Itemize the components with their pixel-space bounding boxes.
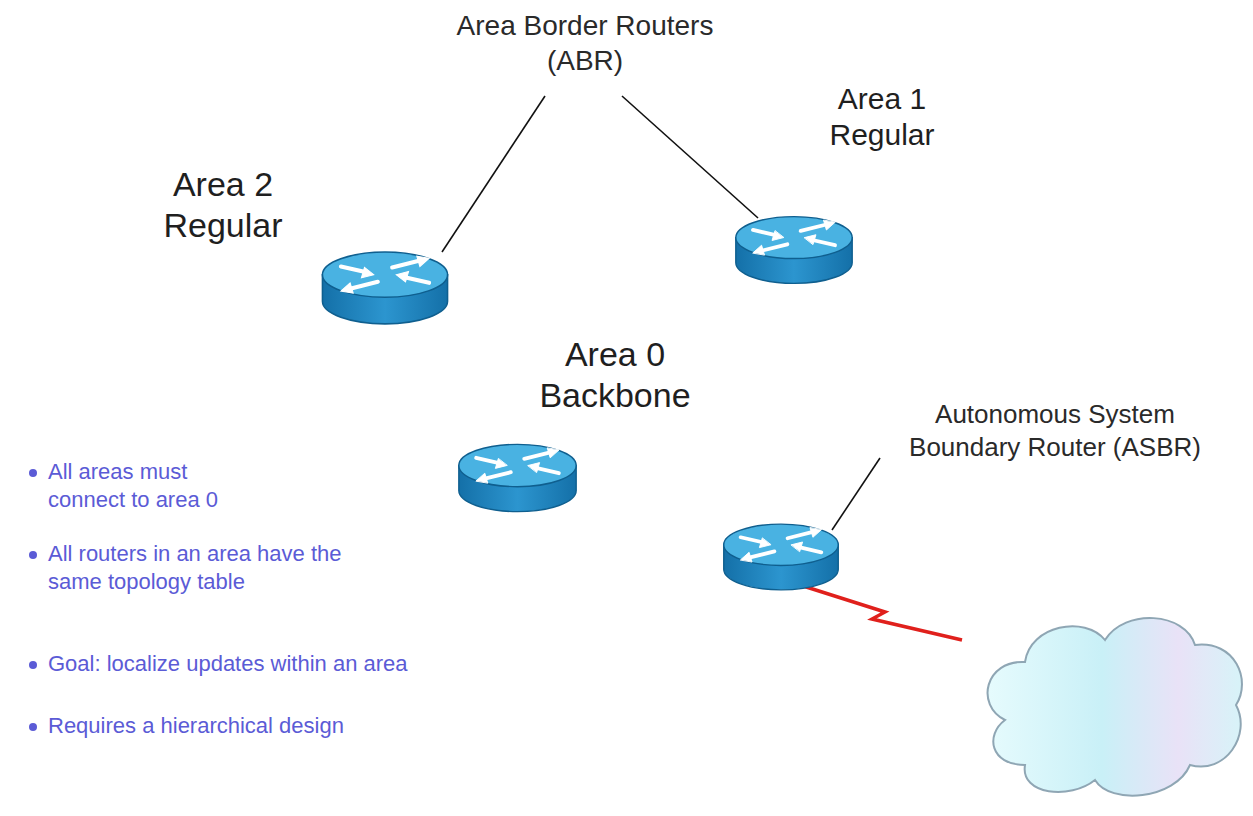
abr-router [322, 252, 447, 324]
asbr-router [724, 524, 838, 590]
bullet-note: Goal: localize updates within an area [48, 650, 508, 678]
internet-cloud [988, 618, 1242, 796]
bullet-note: All areas must connect to area 0 [48, 458, 268, 513]
area-name: Area 0 Backbone [503, 334, 728, 416]
internal-router [459, 444, 576, 511]
leader-lines [442, 96, 880, 530]
bullet-dots [29, 469, 37, 731]
serial-link [800, 585, 962, 640]
abr-router [736, 217, 852, 284]
bullet-note: Requires a hierarchical design [48, 712, 508, 740]
callout-label: Area Border Routers (ABR) [455, 8, 715, 78]
callout-label: Autonomous System Boundary Router (ASBR) [885, 398, 1225, 463]
area-name: Area 1 Regular [807, 81, 957, 153]
bullet-note: All routers in an area have the same top… [48, 540, 378, 595]
area-ellipse: Area 1 Regular [760, 55, 1025, 230]
area-name: Area 2 Regular [136, 164, 311, 246]
area-fill [762, 57, 1024, 229]
